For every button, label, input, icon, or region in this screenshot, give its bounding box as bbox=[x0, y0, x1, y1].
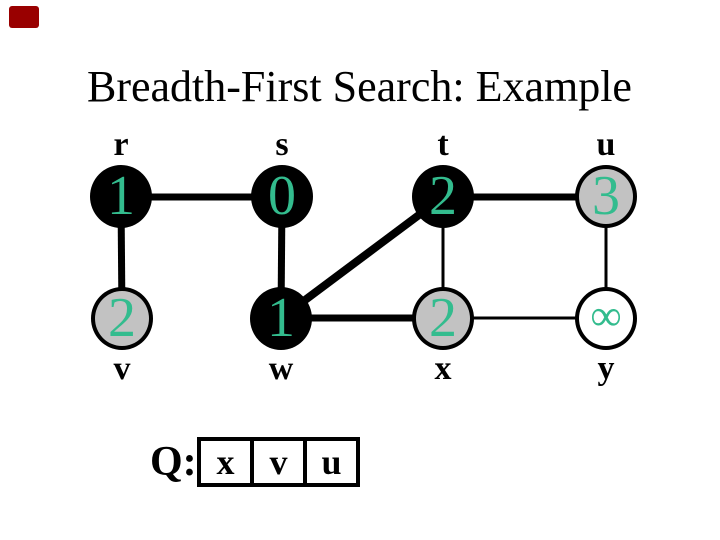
vertex-label-s: s bbox=[275, 126, 289, 163]
queue: x v u bbox=[197, 437, 360, 487]
node-t-distance: 2 bbox=[429, 164, 457, 227]
corner-mark bbox=[9, 6, 39, 28]
queue-label: Q: bbox=[150, 439, 197, 485]
node-x: 2 bbox=[412, 287, 474, 350]
vertex-label-v: v bbox=[113, 350, 131, 387]
node-w-distance: 1 bbox=[267, 286, 295, 349]
node-r-distance: 1 bbox=[107, 164, 135, 227]
vertex-label-u: u bbox=[596, 126, 616, 163]
queue-cell-1: v bbox=[250, 437, 307, 487]
node-u: 3 bbox=[575, 165, 637, 228]
node-x-distance: 2 bbox=[429, 286, 457, 349]
node-u-distance: 3 bbox=[592, 164, 620, 227]
vertex-label-t: t bbox=[437, 126, 449, 163]
node-w: 1 bbox=[250, 287, 312, 350]
node-s-distance: 0 bbox=[268, 164, 296, 227]
node-y-distance: ∞ bbox=[590, 290, 622, 340]
slide-title: Breadth-First Search: Example bbox=[87, 62, 632, 111]
node-v-distance: 2 bbox=[108, 286, 136, 349]
vertex-label-w: w bbox=[268, 350, 294, 387]
vertex-label-x: x bbox=[434, 350, 452, 387]
queue-cell-0: x bbox=[197, 437, 254, 487]
queue-cell-2: u bbox=[303, 437, 360, 487]
node-t: 2 bbox=[412, 165, 474, 228]
node-s: 0 bbox=[251, 165, 313, 228]
node-r: 1 bbox=[90, 165, 152, 228]
vertex-label-y: y bbox=[597, 350, 615, 387]
node-v: 2 bbox=[91, 287, 153, 350]
vertex-label-r: r bbox=[113, 126, 129, 163]
edge-w-t bbox=[278, 193, 446, 322]
node-y: ∞ bbox=[575, 287, 637, 350]
